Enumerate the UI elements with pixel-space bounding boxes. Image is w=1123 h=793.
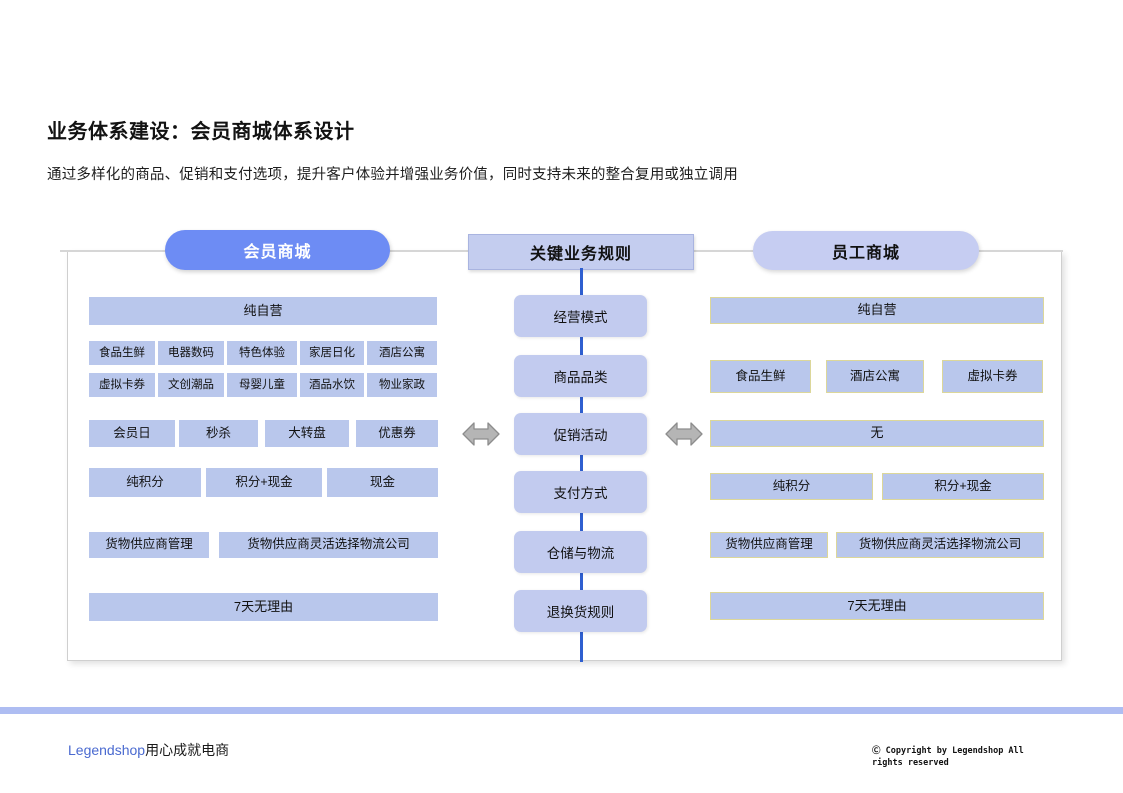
rule-box-product-category[interactable]: 商品品类 — [514, 355, 647, 397]
footer-brand-en: Legendshop — [68, 742, 146, 758]
double-arrow-icon — [664, 418, 704, 450]
member-category-box[interactable]: 物业家政 — [367, 373, 437, 397]
footer-copyright: Ⓒ Copyright by Legendshop All rights res… — [872, 746, 1024, 769]
member-return-box[interactable]: 7天无理由 — [89, 593, 438, 621]
footer-divider-bar — [0, 707, 1123, 714]
header-rule-line-mid-right — [690, 250, 756, 252]
rule-box-promotion[interactable]: 促销活动 — [514, 413, 647, 455]
member-category-box[interactable]: 文创潮品 — [158, 373, 224, 397]
member-category-box[interactable]: 酒品水饮 — [300, 373, 364, 397]
header-rule-line-right — [977, 250, 1063, 252]
employee-payment-box[interactable]: 纯积分 — [710, 473, 873, 500]
member-payment-box[interactable]: 现金 — [327, 468, 438, 497]
column-header-employee-mall[interactable]: 员工商城 — [753, 231, 979, 270]
member-category-box[interactable]: 电器数码 — [158, 341, 224, 365]
member-logistics-box[interactable]: 货物供应商管理 — [89, 532, 209, 558]
member-payment-box[interactable]: 纯积分 — [89, 468, 201, 497]
header-rule-line-mid-left — [388, 250, 470, 252]
member-payment-box[interactable]: 积分+现金 — [206, 468, 322, 497]
employee-logistics-box[interactable]: 货物供应商灵活选择物流公司 — [836, 532, 1044, 558]
rule-box-payment[interactable]: 支付方式 — [514, 471, 647, 513]
member-category-box[interactable]: 母婴儿童 — [227, 373, 297, 397]
rule-spine-segment — [580, 336, 583, 357]
header-rule-line-left — [60, 250, 170, 252]
page-title: 业务体系建设：会员商城体系设计 — [47, 121, 355, 143]
member-category-box[interactable]: 特色体验 — [227, 341, 297, 365]
rule-box-warehouse-logistics[interactable]: 仓储与物流 — [514, 531, 647, 573]
member-promotion-box[interactable]: 会员日 — [89, 420, 175, 447]
member-category-box[interactable]: 食品生鲜 — [89, 341, 155, 365]
rule-box-business-model[interactable]: 经营模式 — [514, 295, 647, 337]
footer-brand: Legendshop用心成就电商 — [68, 740, 229, 760]
rule-spine-segment — [580, 268, 583, 296]
employee-business-model-box[interactable]: 纯自营 — [710, 297, 1044, 324]
member-business-model-box[interactable]: 纯自营 — [89, 297, 437, 325]
footer-brand-cn: 用心成就电商 — [145, 742, 230, 758]
column-header-member-mall[interactable]: 会员商城 — [165, 230, 390, 270]
member-category-box[interactable]: 家居日化 — [300, 341, 364, 365]
employee-category-box[interactable]: 食品生鲜 — [710, 360, 811, 393]
rule-spine-segment — [580, 396, 583, 413]
employee-logistics-box[interactable]: 货物供应商管理 — [710, 532, 828, 558]
employee-return-box[interactable]: 7天无理由 — [710, 592, 1044, 620]
member-category-box[interactable]: 虚拟卡券 — [89, 373, 155, 397]
member-promotion-box[interactable]: 大转盘 — [265, 420, 349, 447]
employee-payment-box[interactable]: 积分+现金 — [882, 473, 1044, 500]
employee-category-box[interactable]: 酒店公寓 — [826, 360, 924, 393]
member-promotion-box[interactable]: 优惠券 — [356, 420, 438, 447]
employee-category-box[interactable]: 虚拟卡券 — [942, 360, 1043, 393]
rule-box-return-policy[interactable]: 退换货规则 — [514, 590, 647, 632]
member-category-box[interactable]: 酒店公寓 — [367, 341, 437, 365]
column-header-key-business-rules[interactable]: 关键业务规则 — [468, 234, 694, 270]
rule-spine-segment — [580, 513, 583, 532]
rule-spine-segment — [580, 454, 583, 472]
member-logistics-box[interactable]: 货物供应商灵活选择物流公司 — [219, 532, 438, 558]
page-subtitle: 通过多样化的商品、促销和支付选项，提升客户体验并增强业务价值，同时支持未来的整合… — [47, 167, 738, 183]
employee-promotion-box[interactable]: 无 — [710, 420, 1044, 447]
rule-spine-segment — [580, 572, 583, 591]
rule-spine-segment — [580, 632, 583, 662]
member-promotion-box[interactable]: 秒杀 — [179, 420, 258, 447]
double-arrow-icon — [461, 418, 501, 450]
